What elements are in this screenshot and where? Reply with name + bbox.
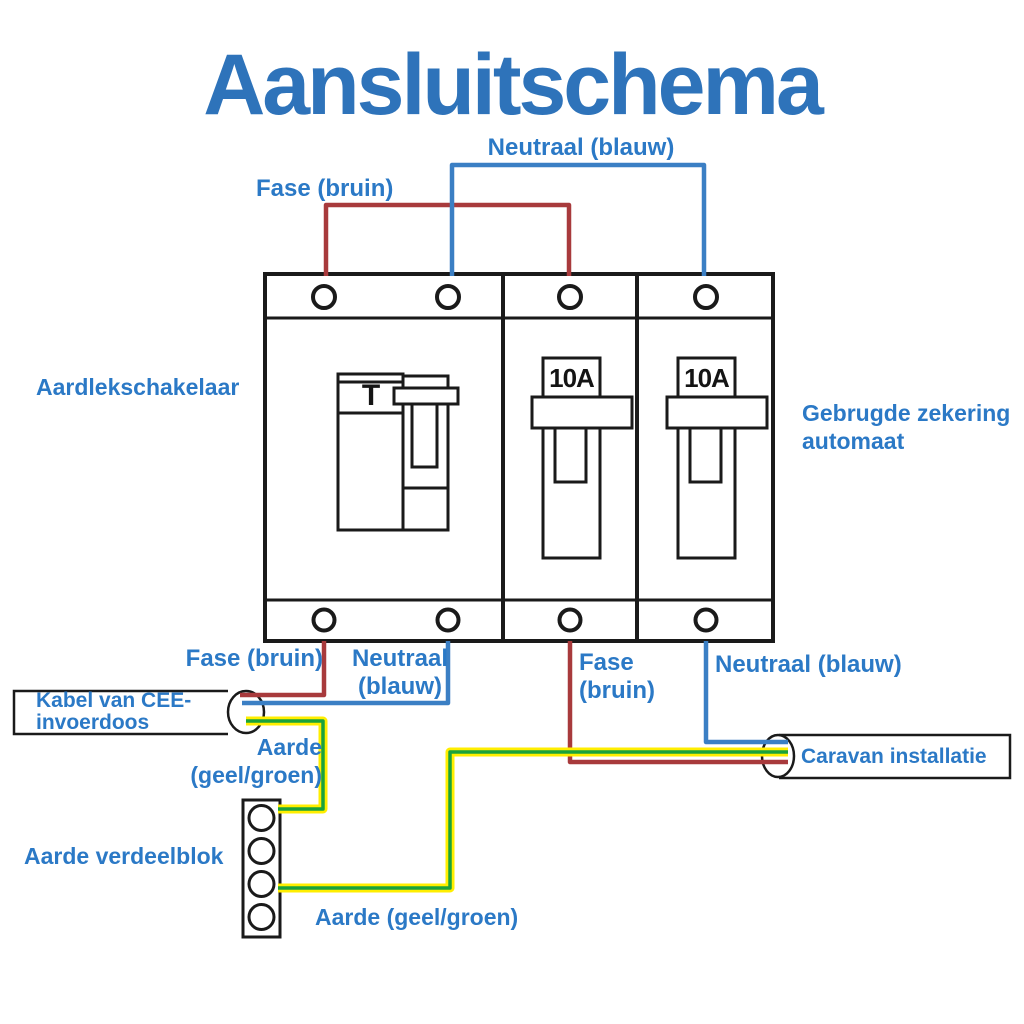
cee-cable-box — [12, 689, 228, 736]
rcd-test-button-label: T — [361, 379, 381, 412]
earth-block-terminal-1 — [247, 804, 276, 832]
breaker1-rating-label: 10A — [549, 363, 595, 393]
aarde-output-wire-green — [278, 750, 788, 890]
aarde-input-wire-green — [246, 719, 325, 811]
label-neutraal-bottom-left: Neutraal (blauw) — [351, 645, 449, 700]
earth-distribution-block-drawing — [241, 798, 282, 939]
terminal-bottom-4 — [693, 607, 719, 633]
breaker1-rating-box — [541, 356, 602, 399]
terminal-top-4 — [693, 284, 719, 310]
rcd-toggle-handle — [410, 402, 439, 469]
earth-block-terminal-2 — [247, 837, 276, 865]
rcd-body — [336, 372, 405, 532]
aarde-output-wire-yellow — [278, 747, 788, 893]
breaker1-bar — [530, 395, 634, 430]
neutraal-output-wire — [703, 641, 788, 745]
terminal-top-3 — [557, 284, 583, 310]
wires — [240, 162, 788, 893]
label-caravan-installatie: Caravan installatie — [801, 745, 987, 768]
terminal-bottom-2 — [435, 607, 461, 633]
rcd-drawing — [336, 372, 460, 532]
cee-cable-end-ellipse — [226, 689, 266, 735]
label-aarde-verdeelblok: Aarde verdeelblok — [24, 843, 224, 869]
label-kabel-cee: Kabel van CEE- invoerdoos — [36, 689, 192, 735]
terminal-bottom-3 — [557, 607, 583, 633]
label-neutraal-bottom-right: Neutraal (blauw) — [715, 651, 902, 678]
fase-input-wire — [240, 641, 327, 698]
breaker2-slot — [688, 426, 723, 484]
terminal-bottom-1 — [311, 607, 337, 633]
breaker2-rating-label: 10A — [684, 363, 730, 393]
fase-output-wire — [567, 641, 788, 765]
label-fase-top: Fase (bruin) — [256, 175, 394, 202]
earth-block-terminal-3 — [247, 870, 276, 898]
label-neutraal-top: Neutraal (blauw) — [487, 134, 675, 161]
breaker2-bar — [665, 395, 769, 430]
label-aarde-bottom: Aarde (geel/groen) — [315, 904, 519, 930]
terminal-top-1 — [311, 284, 337, 310]
earth-block-terminal-4 — [247, 903, 276, 931]
breaker2-rating-box — [676, 356, 737, 399]
terminal-top-2 — [435, 284, 461, 310]
label-fase-bottom-left: Fase (bruin) — [185, 645, 323, 672]
caravan-cable-box — [779, 733, 1012, 780]
neutraal-input-wire — [242, 641, 451, 706]
label-aarde-cee: Aarde (geel/groen) — [190, 734, 322, 788]
cee-cable-drawing — [12, 689, 266, 736]
page-title: Aansluitschema — [203, 37, 824, 133]
label-fase-bottom-mid: Fase (bruin) — [579, 649, 655, 704]
breaker1-slot — [553, 426, 588, 484]
neutraal-bridge-wire — [449, 162, 707, 276]
breaker1-drawing — [530, 356, 634, 560]
label-gebrugde-zekering: Gebrugde zekering automaat — [802, 400, 1011, 455]
fase-bridge-wire — [323, 202, 572, 276]
breaker2-drawing — [665, 356, 769, 560]
label-aardlekschakelaar: Aardlekschakelaar — [36, 374, 240, 400]
